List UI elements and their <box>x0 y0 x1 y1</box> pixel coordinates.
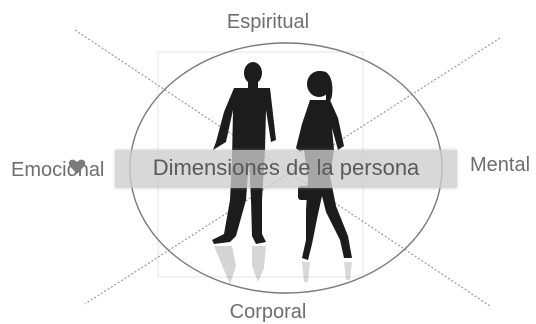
center-label: Dimensiones de la persona <box>152 155 420 180</box>
label-right: Mental <box>470 154 531 176</box>
label-top: Espiritual <box>226 11 310 33</box>
center-banner <box>115 150 457 188</box>
man-reflection <box>214 246 266 284</box>
heart-icon <box>68 159 86 174</box>
label-left: Emocional <box>11 159 105 181</box>
woman-reflection <box>302 262 352 282</box>
label-bottom: Corporal <box>229 301 307 323</box>
